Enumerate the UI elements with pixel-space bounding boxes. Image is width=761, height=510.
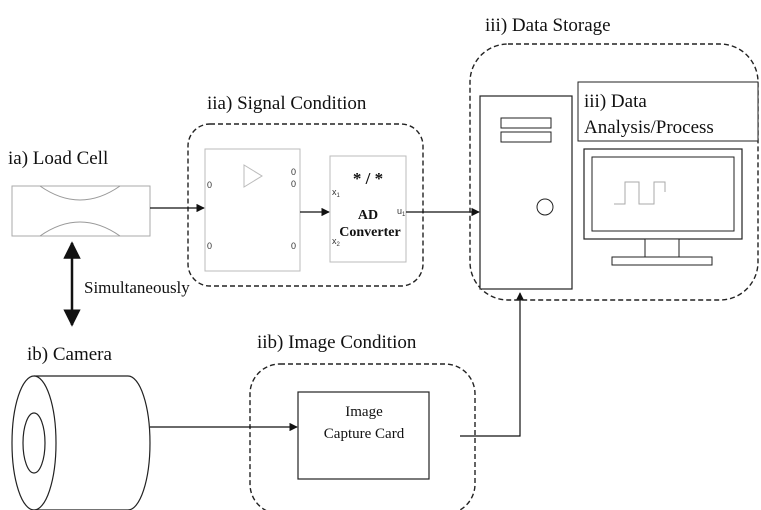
monitor-icon — [583, 148, 743, 266]
pc-tower-icon — [479, 95, 573, 290]
capture-card-block: Image Capture Card — [297, 391, 430, 480]
amplifier-block: 0 0 0 0 0 — [204, 148, 301, 272]
signal-condition-label: iia) Signal Condition — [207, 93, 367, 114]
converter-line1: AD — [358, 208, 378, 223]
analysis-label-box — [577, 81, 759, 142]
amp-pin: 0 — [207, 180, 212, 190]
load-cell-label: ia) Load Cell — [8, 148, 108, 169]
amp-pin: 0 — [291, 167, 296, 177]
card-to-storage-arrow — [460, 292, 525, 437]
image-condition-label: iib) Image Condition — [257, 332, 417, 353]
converter-symbol: * / * — [353, 169, 383, 188]
simultaneously-label: Simultaneously — [84, 278, 190, 297]
image-condition-group — [249, 363, 476, 510]
ad-converter-block: * / * AD Converter x1 x2 u1 — [329, 155, 407, 263]
svg-text:u1: u1 — [397, 206, 406, 218]
analysis-label-line2: Analysis/Process — [584, 117, 714, 138]
analysis-label-line1: iii) Data — [584, 91, 647, 112]
amp-pin: 0 — [291, 241, 296, 251]
capture-card-line1: Image — [345, 404, 383, 420]
capture-card-line2: Capture Card — [324, 426, 405, 442]
square-wave-icon — [614, 181, 666, 205]
svg-text:x1: x1 — [332, 187, 341, 199]
signal-condition-group — [187, 123, 424, 287]
data-storage-label: iii) Data Storage — [485, 15, 611, 36]
load-cell — [11, 185, 151, 237]
data-storage-group — [469, 43, 759, 301]
amp-pin: 0 — [291, 179, 296, 189]
amplifier-triangle-icon — [243, 164, 263, 188]
camera-icon — [11, 375, 151, 510]
svg-text:x2: x2 — [332, 236, 341, 248]
amp-pin: 0 — [207, 241, 212, 251]
converter-line2: Converter — [339, 225, 400, 240]
camera-label: ib) Camera — [27, 344, 113, 365]
